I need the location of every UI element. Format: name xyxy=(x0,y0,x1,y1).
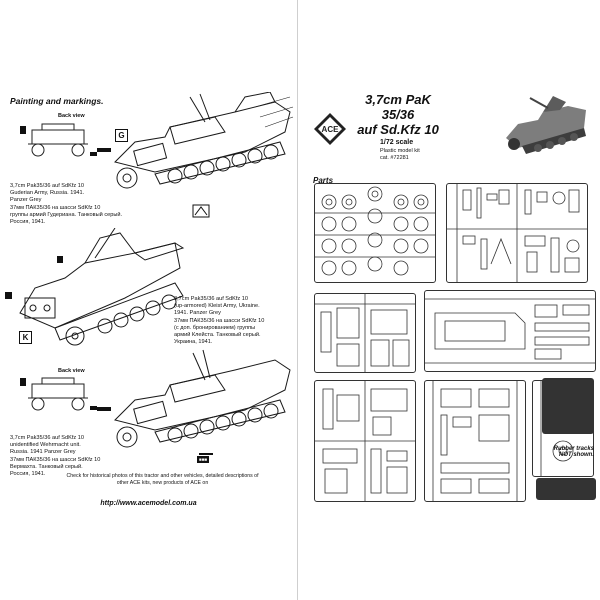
rubber-tracks-note: Rubber tracks NOT shown. xyxy=(553,446,594,458)
catalog-number: cat. #72281 xyxy=(380,155,409,161)
marker-drawing-1 xyxy=(192,204,210,218)
back-view-label-2: Back view xyxy=(58,368,85,374)
painting-markings-panel: Painting and markings. Back view G xyxy=(0,0,297,600)
sprue-wheels xyxy=(314,183,436,283)
sprue-gun-parts xyxy=(314,380,416,502)
back-view-drawing-2 xyxy=(20,377,97,411)
marker-letter-k: K xyxy=(19,331,32,344)
sprue-gun-details xyxy=(424,380,526,502)
model-photo xyxy=(498,94,590,156)
sprue-chassis xyxy=(424,290,596,372)
back-view-drawing-1 xyxy=(20,123,97,157)
kit-scale: 1/72 scale xyxy=(380,139,414,146)
sprue-small-parts xyxy=(446,183,588,283)
caption-vehicle-1: 3,7cm Pak35/36 auf SdKfz 10 Guderian Arm… xyxy=(10,183,123,226)
ace-logo-icon: ACE xyxy=(314,113,346,145)
license-plate: ■■■ xyxy=(197,456,210,463)
parts-panel: ACE 3,7cm PaK 35/36 auf Sd.Kfz 10 1/72 s… xyxy=(298,0,600,600)
vehicle-drawing-2 xyxy=(5,228,185,346)
back-view-label: Back view xyxy=(58,113,85,119)
footer-note: Check for historical photos of this trac… xyxy=(66,473,259,486)
kit-type: Plastic model kit xyxy=(380,148,420,154)
kit-title: 3,7cm PaK 35/36 auf Sd.Kfz 10 xyxy=(348,92,448,137)
kit-title-line2: auf Sd.Kfz 10 xyxy=(357,122,439,137)
caption-vehicle-3: 3,7cm Pak35/36 auf SdKfz 10 unidentified… xyxy=(10,435,101,478)
kit-title-line1: 3,7cm PaK 35/36 xyxy=(365,92,431,122)
photo-etched-strip xyxy=(536,478,596,500)
page-divider xyxy=(297,0,298,600)
photo-etched-fret xyxy=(542,378,594,434)
svg-text:ACE: ACE xyxy=(322,125,340,134)
title-block: ACE 3,7cm PaK 35/36 auf Sd.Kfz 10 1/72 s… xyxy=(308,92,592,172)
vehicle-drawing-3 xyxy=(97,349,291,455)
section-title: Painting and markings. xyxy=(10,96,104,106)
vehicle-drawing-1 xyxy=(97,92,294,189)
marker-letter-g: G xyxy=(115,129,128,142)
caption-vehicle-2: 3,7cm Pak35/36 auf SdKfz 10 (up-armored)… xyxy=(174,296,265,346)
sprue-hull-parts xyxy=(314,293,416,373)
parts-label: Parts xyxy=(313,176,334,185)
website-link[interactable]: http://www.acemodel.com.ua xyxy=(100,500,197,507)
